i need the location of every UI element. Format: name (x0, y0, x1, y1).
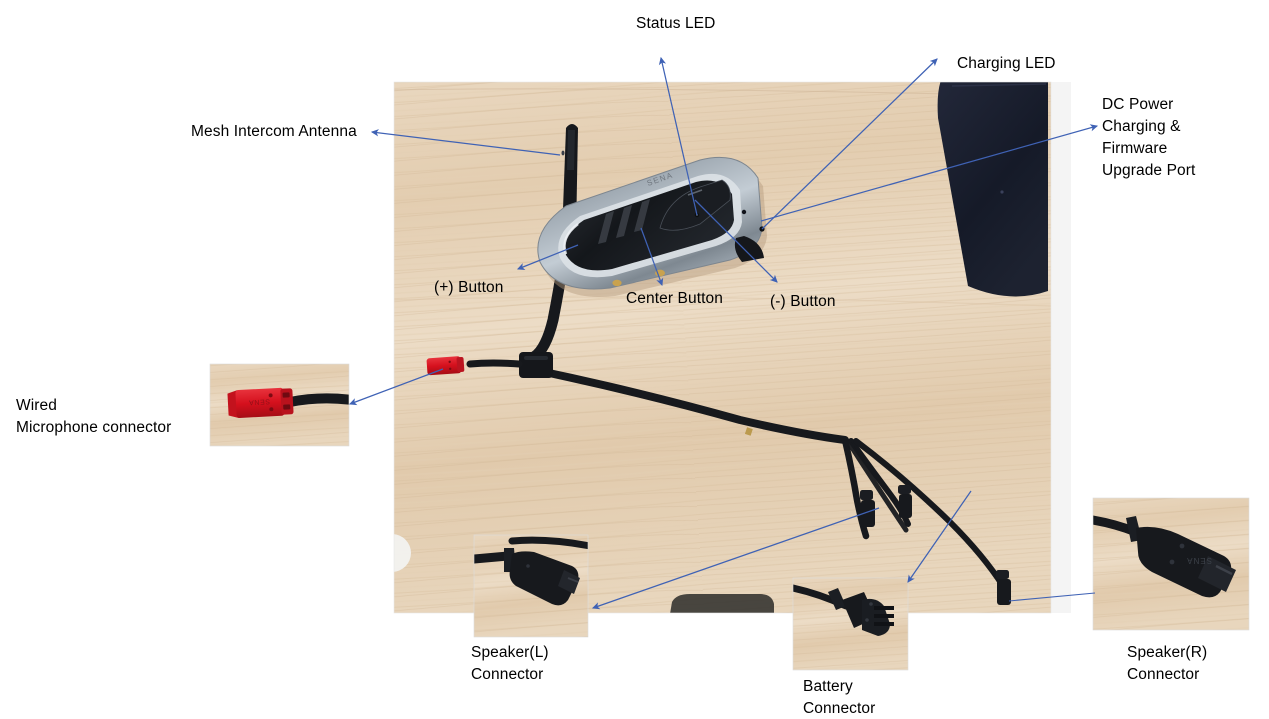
arrow-center-button (640, 227, 664, 287)
battery-connector-in-photo (898, 485, 912, 518)
speaker-left-connector-in-photo (860, 490, 875, 527)
arrow-wired-microphone (348, 368, 444, 406)
label-wired-microphone-connector: Wired Microphone connector (16, 397, 172, 436)
arrow-dc-power-port (760, 124, 1099, 222)
charging-led-hole (741, 209, 747, 215)
red-mic-plug-in-photo (426, 356, 465, 376)
inset-battery (793, 578, 908, 670)
arrow-plus-button (516, 244, 579, 270)
speaker-right-connector-in-photo (996, 570, 1011, 605)
white-round-object (394, 534, 411, 572)
harness-trunk (531, 366, 849, 444)
cable-clip (519, 352, 553, 378)
arrow-status-led (658, 56, 698, 216)
svg-text:SENA: SENA (248, 397, 270, 405)
inset-speaker-right: SENA (1093, 498, 1249, 630)
label-mesh-intercom-antenna: Mesh Intercom Antenna (191, 123, 357, 140)
inset-speaker-left (474, 535, 588, 637)
label-plus-button: (+) Button (434, 279, 504, 296)
label-dc-power-port: DC Power Charging & Firmware Upgrade Por… (1102, 96, 1196, 179)
leader-arrows (348, 56, 1099, 610)
headset-module: SENA (537, 156, 767, 297)
arrow-minus-button (694, 199, 778, 283)
dark-object-bottom (670, 594, 774, 613)
main-photo: SENA (394, 82, 1051, 613)
photo-side-panel (1051, 82, 1071, 613)
label-center-button: Center Button (626, 290, 723, 307)
label-status-led: Status LED (636, 15, 716, 32)
arrow-battery (907, 490, 972, 583)
phone-object (937, 82, 1048, 297)
label-minus-button: (-) Button (770, 293, 836, 310)
label-speaker-right-connector: Speaker(R) Connector (1127, 644, 1208, 683)
arrow-speaker-right (1008, 592, 1096, 602)
arrow-speaker-left (591, 507, 880, 610)
arrow-charging-led (761, 58, 938, 230)
inset-wired-microphone: SENA (210, 364, 349, 446)
arrow-mesh-antenna (370, 129, 561, 156)
label-battery-connector: Battery Connector (803, 678, 876, 717)
label-charging-led: Charging LED (957, 55, 1056, 72)
svg-text:SENA: SENA (1186, 556, 1212, 565)
label-speaker-left-connector: Speaker(L) Connector (471, 644, 549, 683)
